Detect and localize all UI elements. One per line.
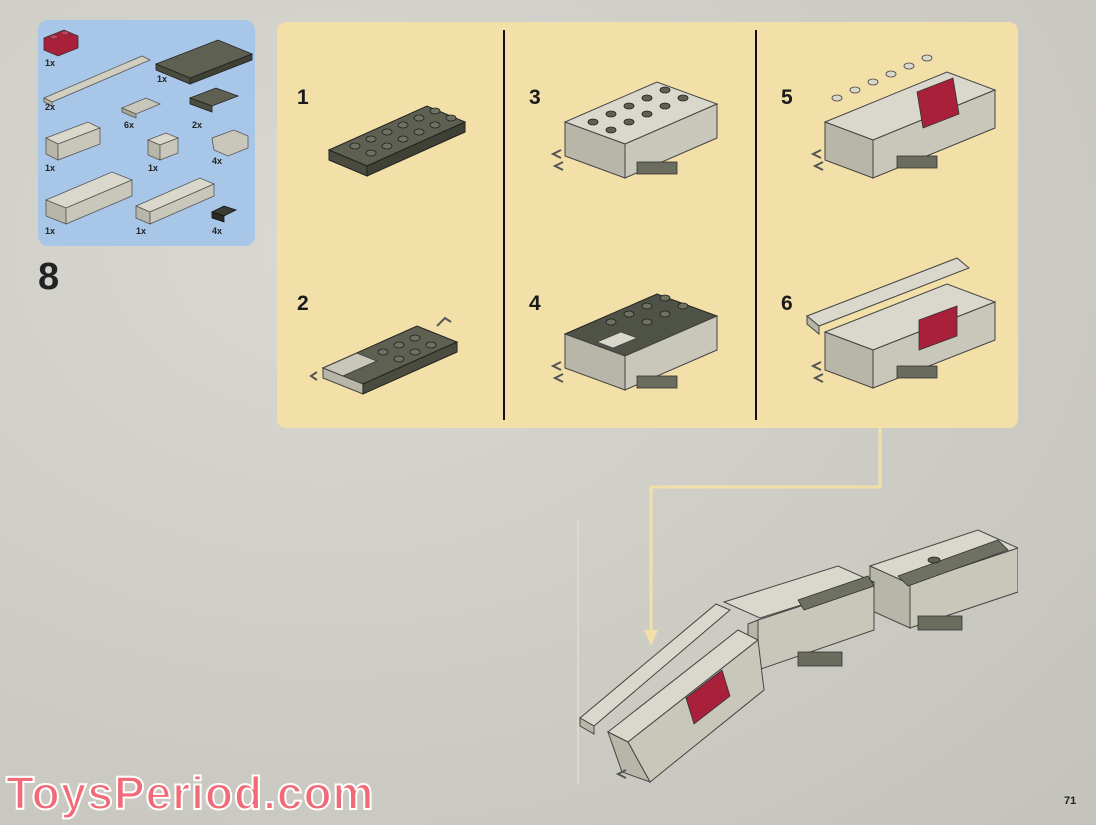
watermark: ToysPeriod.com xyxy=(5,766,375,820)
part-qty: 1x xyxy=(45,163,56,173)
part-qty: 4x xyxy=(212,226,223,236)
part-red-brick xyxy=(43,29,79,57)
part-qty: 1x xyxy=(45,58,56,68)
illustration-step-4 xyxy=(550,293,719,391)
substep-label: 4 xyxy=(529,292,541,315)
illustration-step-5 xyxy=(810,54,997,179)
part-dark-plate-large xyxy=(154,39,254,85)
substep-label: 1 xyxy=(297,86,309,109)
part-qty: 6x xyxy=(124,120,135,130)
substeps-panel: 1 2 3 4 5 6 xyxy=(277,22,1018,428)
page-number: 71 xyxy=(1064,795,1077,807)
part-qty: 4x xyxy=(212,156,223,166)
substep-label: 2 xyxy=(297,292,309,315)
part-tan-brick-6 xyxy=(44,171,134,225)
assembly-rear-segment xyxy=(868,529,1018,631)
column-divider xyxy=(503,30,505,420)
parts-callout: 1x 1x 2x 6x 2x 1x 1x 4x 1x 1x 4x xyxy=(38,20,255,246)
part-qty: 1x xyxy=(157,74,168,84)
part-dark-plate-small xyxy=(188,87,240,113)
final-assembly-illustration xyxy=(579,529,1018,783)
assembly-front-segment xyxy=(579,603,765,783)
step-number: 8 xyxy=(38,256,60,298)
part-slope xyxy=(211,129,249,157)
part-qty: 1x xyxy=(45,226,56,236)
part-qty: 2x xyxy=(45,102,56,112)
illustration-step-3 xyxy=(550,81,719,179)
substep-label: 3 xyxy=(529,86,541,109)
part-dark-tile xyxy=(210,205,238,223)
substep-illustrations xyxy=(309,54,997,395)
parts-illustration xyxy=(43,29,254,225)
illustration-step-6 xyxy=(806,257,997,389)
assembly-middle-segment xyxy=(722,565,876,675)
part-qty: 1x xyxy=(136,226,147,236)
part-tan-brick-2 xyxy=(146,132,180,161)
part-long-tile xyxy=(43,55,151,107)
part-qty: 1x xyxy=(148,163,159,173)
part-tan-brick-4 xyxy=(45,121,101,161)
part-small-plate xyxy=(120,97,162,119)
illustration-step-2 xyxy=(309,316,459,395)
illustration-step-1 xyxy=(327,105,467,177)
substep-label: 6 xyxy=(781,292,793,315)
substep-label: 5 xyxy=(781,86,793,109)
part-tan-brick-6b xyxy=(134,177,216,225)
part-qty: 2x xyxy=(192,120,203,130)
column-divider xyxy=(755,30,757,420)
